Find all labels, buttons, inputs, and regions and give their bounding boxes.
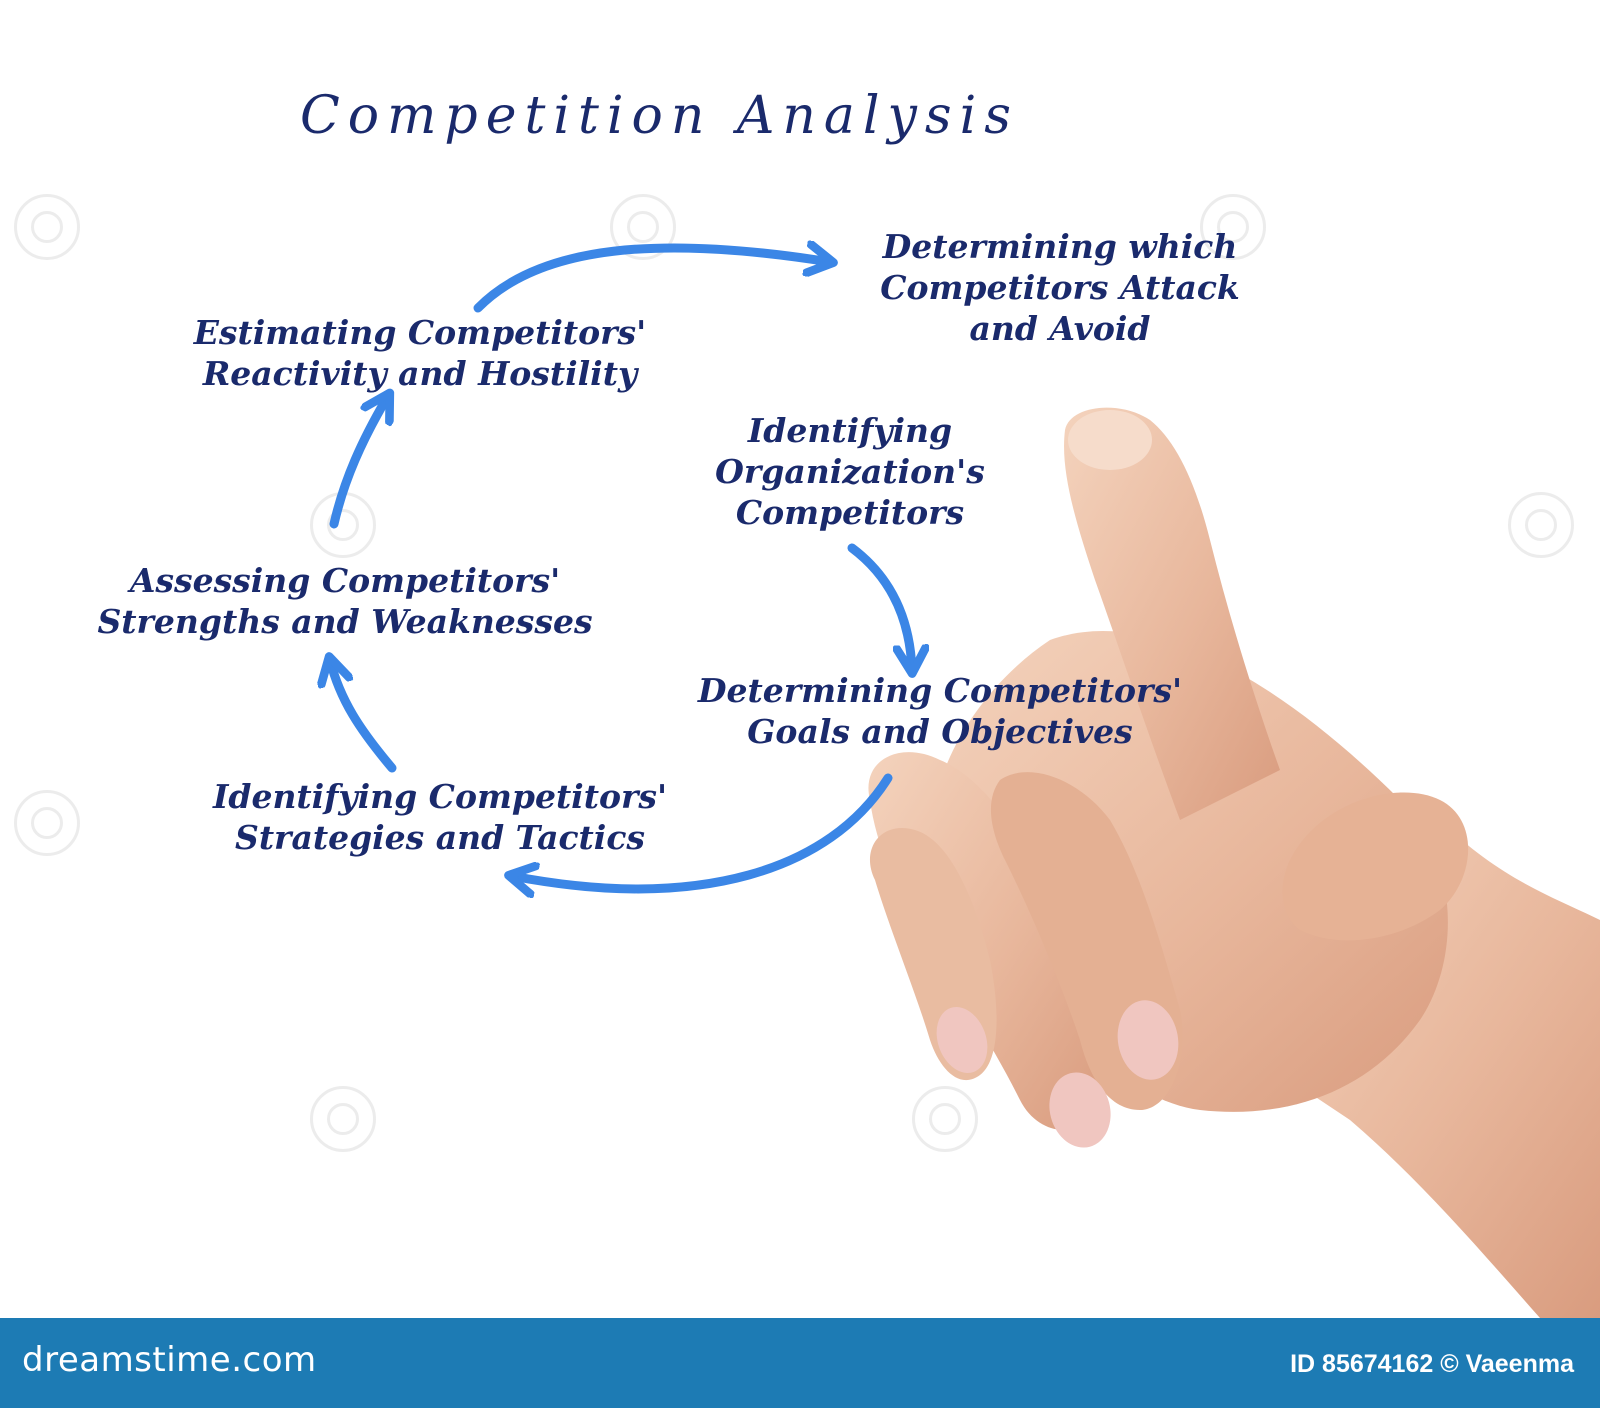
image-credit: ID 85674162 © Vaeenma: [1290, 1350, 1574, 1378]
step-identifying-competitors: Identifying Organization's Competitors: [640, 410, 1060, 533]
brand-link[interactable]: dreamstime.com: [22, 1340, 317, 1380]
watermark-icon: [14, 790, 80, 856]
watermark-icon: [912, 1086, 978, 1152]
arrow-strategies-to-assessing: [330, 660, 397, 773]
step-assessing-strengths: Assessing Competitors' Strengths and Wea…: [50, 560, 640, 642]
step-line: Organization's: [715, 452, 985, 491]
step-line: Determining Competitors': [697, 671, 1183, 710]
arrow-estimating-to-attack: [473, 248, 830, 313]
diagram-title: Competition Analysis: [300, 86, 1019, 146]
watermark-icon: [14, 194, 80, 260]
step-line: Strengths and Weaknesses: [97, 602, 593, 641]
step-line: Reactivity and Hostility: [202, 354, 638, 393]
footer-bar: dreamstime.com ID 85674162 © Vaeenma: [0, 1318, 1600, 1408]
watermark-icon: [310, 1086, 376, 1152]
step-determining-goals: Determining Competitors' Goals and Objec…: [660, 670, 1220, 752]
step-line: Assessing Competitors': [129, 561, 561, 600]
step-estimating-reactivity: Estimating Competitors' Reactivity and H…: [150, 312, 690, 394]
arrow-assessing-to-estimating: [329, 396, 388, 529]
step-identifying-strategies: Identifying Competitors' Strategies and …: [160, 776, 720, 858]
step-line: Competitors: [735, 493, 965, 532]
arrow-goals-to-strategies: [512, 773, 893, 889]
arrow-identifying-to-goals: [847, 543, 912, 670]
step-line: Identifying Competitors': [212, 777, 668, 816]
step-line: and Avoid: [969, 309, 1151, 348]
step-line: Competitors Attack: [880, 268, 1240, 307]
diagram-area: Competition Analysis Estimating Competit…: [0, 0, 1600, 1318]
step-line: Strategies and Tactics: [234, 818, 646, 857]
step-line: Estimating Competitors': [193, 313, 647, 352]
cycle-arrows: [0, 0, 1600, 1318]
watermark-icon: [1200, 194, 1266, 260]
step-determining-attack: Determining which Competitors Attack and…: [820, 226, 1300, 349]
step-line: Goals and Objectives: [747, 712, 1133, 751]
pointing-hand-image: [868, 407, 1600, 1318]
step-line: Determining which: [882, 227, 1238, 266]
watermark-icon: [1508, 492, 1574, 558]
step-line: Identifying: [747, 411, 953, 450]
watermark-icon: [610, 194, 676, 260]
